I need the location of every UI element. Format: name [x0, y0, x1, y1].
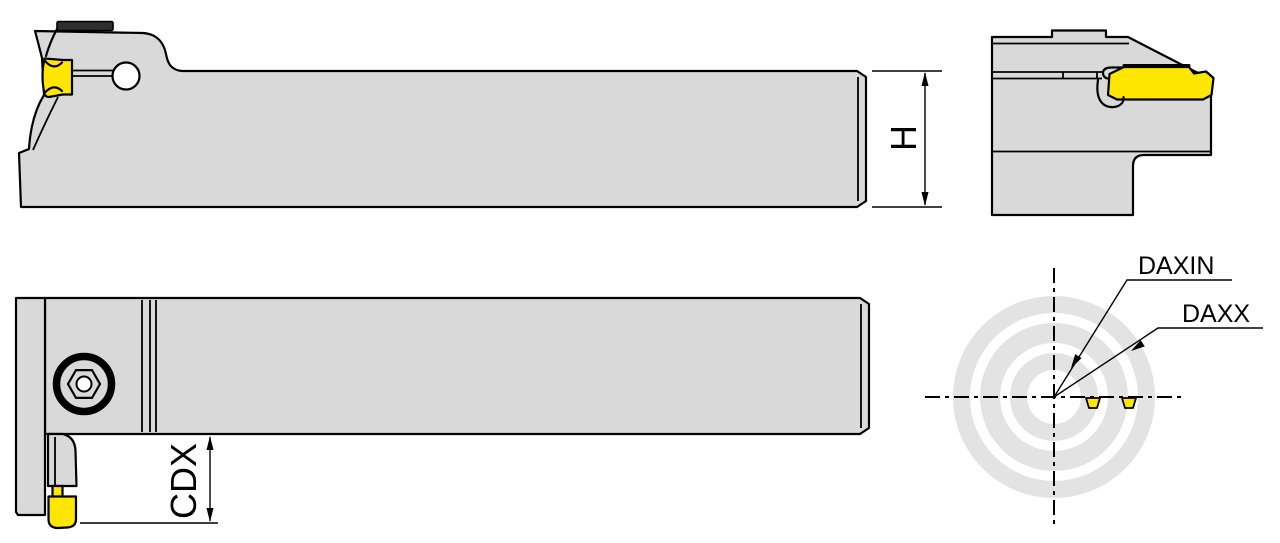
- end-view: [990, 29, 1215, 217]
- holder-body-side: [17, 29, 868, 209]
- clamp-hook-curve: [1096, 78, 1125, 109]
- daxx-arrowhead: [1131, 340, 1145, 351]
- clamp-screw-ring: [52, 352, 116, 416]
- side-view: [17, 20, 868, 209]
- dimension-H: H: [872, 70, 942, 208]
- insert-bottom-edge-arc: [43, 86, 64, 94]
- side-wall-strip: [14, 296, 47, 517]
- h-arrow-down: [921, 192, 929, 206]
- insert-tip-marker-2: [1121, 397, 1137, 409]
- daxx-label: DAXX: [1182, 300, 1250, 328]
- clamp-top-bar: [56, 20, 114, 32]
- h-arrow-up: [921, 72, 929, 86]
- leader-daxx: DAXX: [1053, 300, 1263, 398]
- h-extension-lines: [872, 70, 942, 208]
- blade-bottom: [46, 432, 78, 488]
- cutting-insert-end: [1106, 65, 1215, 101]
- axial-diagram: DAXIN DAXX: [925, 252, 1263, 527]
- cutting-insert-bottom: [47, 495, 78, 530]
- h-dim-label: H: [883, 125, 924, 151]
- clamp-front-line: [44, 27, 59, 58]
- holder-body-end: [990, 29, 1213, 217]
- daxx-leader-line: [1053, 327, 1263, 398]
- joint-line-pair: [149, 300, 157, 432]
- cdx-dim-label: CDX: [163, 443, 204, 519]
- leader-daxin: DAXIN: [1053, 252, 1232, 398]
- insert-tip-marker-1: [1085, 397, 1101, 409]
- screw-center-hole: [75, 375, 93, 393]
- holder-body-bottom: [43, 296, 871, 436]
- daxin-label: DAXIN: [1138, 252, 1214, 280]
- insert-tab-bottom: [51, 484, 64, 499]
- cdx-arrow-up: [206, 436, 214, 450]
- daxin-arrowhead: [1071, 354, 1082, 368]
- relief-hole: [111, 61, 141, 91]
- dimension-CDX: CDX: [80, 436, 218, 524]
- blade-inner-curve: [32, 96, 59, 151]
- cdx-arrow-down: [206, 508, 214, 522]
- bottom-view: [14, 296, 871, 530]
- insert-top-edge-arc: [43, 59, 64, 68]
